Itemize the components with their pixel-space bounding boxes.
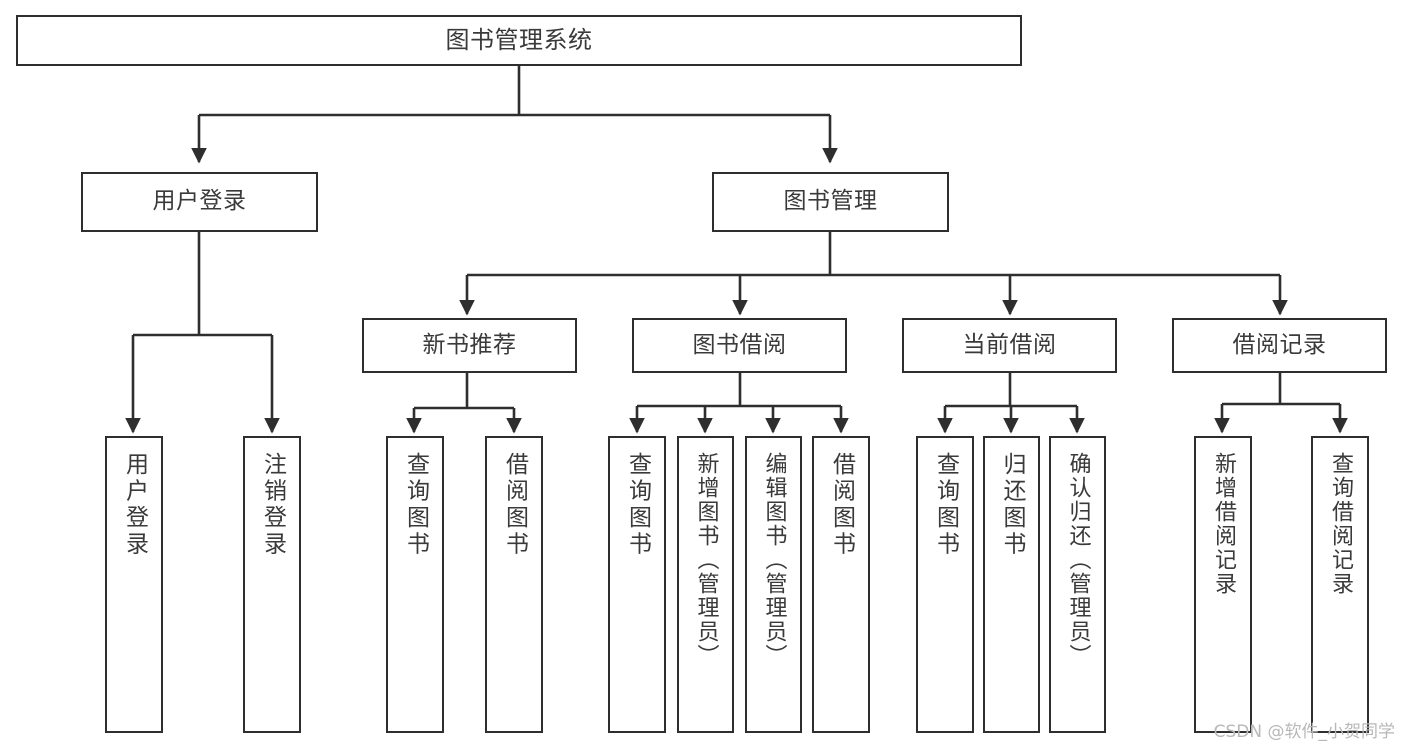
node-label: 新增借阅记录: [1211, 452, 1236, 596]
node-label: 新书推荐: [422, 331, 517, 358]
node-root-system[interactable]: 图书管理系统: [16, 15, 1022, 66]
node-leaf-borrow-book-1[interactable]: 借阅图书: [485, 436, 543, 733]
node-label: 借阅图书: [501, 452, 528, 558]
node-label: 图书管理系统: [445, 26, 593, 55]
node-leaf-borrow-book-2[interactable]: 借阅图书: [812, 436, 870, 733]
node-leaf-query-book-2[interactable]: 查询图书: [608, 436, 666, 733]
node-label: 编辑图书（管理员）: [761, 452, 787, 668]
node-label: 注销登录: [259, 452, 286, 558]
node-book-borrow[interactable]: 图书借阅: [632, 318, 847, 373]
node-label: 确认归还（管理员）: [1065, 452, 1091, 668]
node-label: 用户登录: [152, 188, 247, 215]
node-leaf-query-book-1[interactable]: 查询图书: [386, 436, 444, 733]
node-label: 图书管理: [783, 188, 878, 215]
node-leaf-return-book[interactable]: 归还图书: [983, 436, 1040, 733]
node-leaf-query-record[interactable]: 查询借阅记录: [1311, 436, 1369, 733]
node-label: 归还图书: [999, 452, 1025, 558]
node-label: 用户登录: [121, 452, 148, 558]
watermark-text: CSDN @软件_小贺同学: [1213, 722, 1395, 742]
node-label: 借阅记录: [1232, 331, 1327, 358]
node-leaf-user-logout[interactable]: 注销登录: [243, 436, 301, 733]
node-leaf-confirm-return[interactable]: 确认归还（管理员）: [1049, 436, 1106, 733]
node-label: 借阅图书: [828, 452, 855, 558]
node-label: 新增图书（管理员）: [693, 452, 719, 668]
node-leaf-add-book[interactable]: 新增图书（管理员）: [677, 436, 734, 733]
node-label: 查询图书: [932, 452, 959, 558]
node-label: 查询图书: [402, 452, 429, 558]
node-leaf-user-login[interactable]: 用户登录: [105, 436, 163, 733]
node-label: 查询图书: [624, 452, 651, 558]
node-user-login[interactable]: 用户登录: [81, 172, 318, 232]
node-label: 当前借阅: [962, 331, 1057, 358]
node-book-management[interactable]: 图书管理: [712, 172, 949, 232]
node-label: 查询借阅记录: [1328, 452, 1353, 596]
node-current-borrow[interactable]: 当前借阅: [902, 318, 1117, 373]
node-leaf-add-record[interactable]: 新增借阅记录: [1194, 436, 1252, 733]
node-new-book-recommend[interactable]: 新书推荐: [362, 318, 577, 373]
node-label: 图书借阅: [692, 331, 787, 358]
node-leaf-query-book-3[interactable]: 查询图书: [916, 436, 974, 733]
node-leaf-edit-book[interactable]: 编辑图书（管理员）: [745, 436, 802, 733]
node-borrow-record[interactable]: 借阅记录: [1172, 318, 1387, 373]
